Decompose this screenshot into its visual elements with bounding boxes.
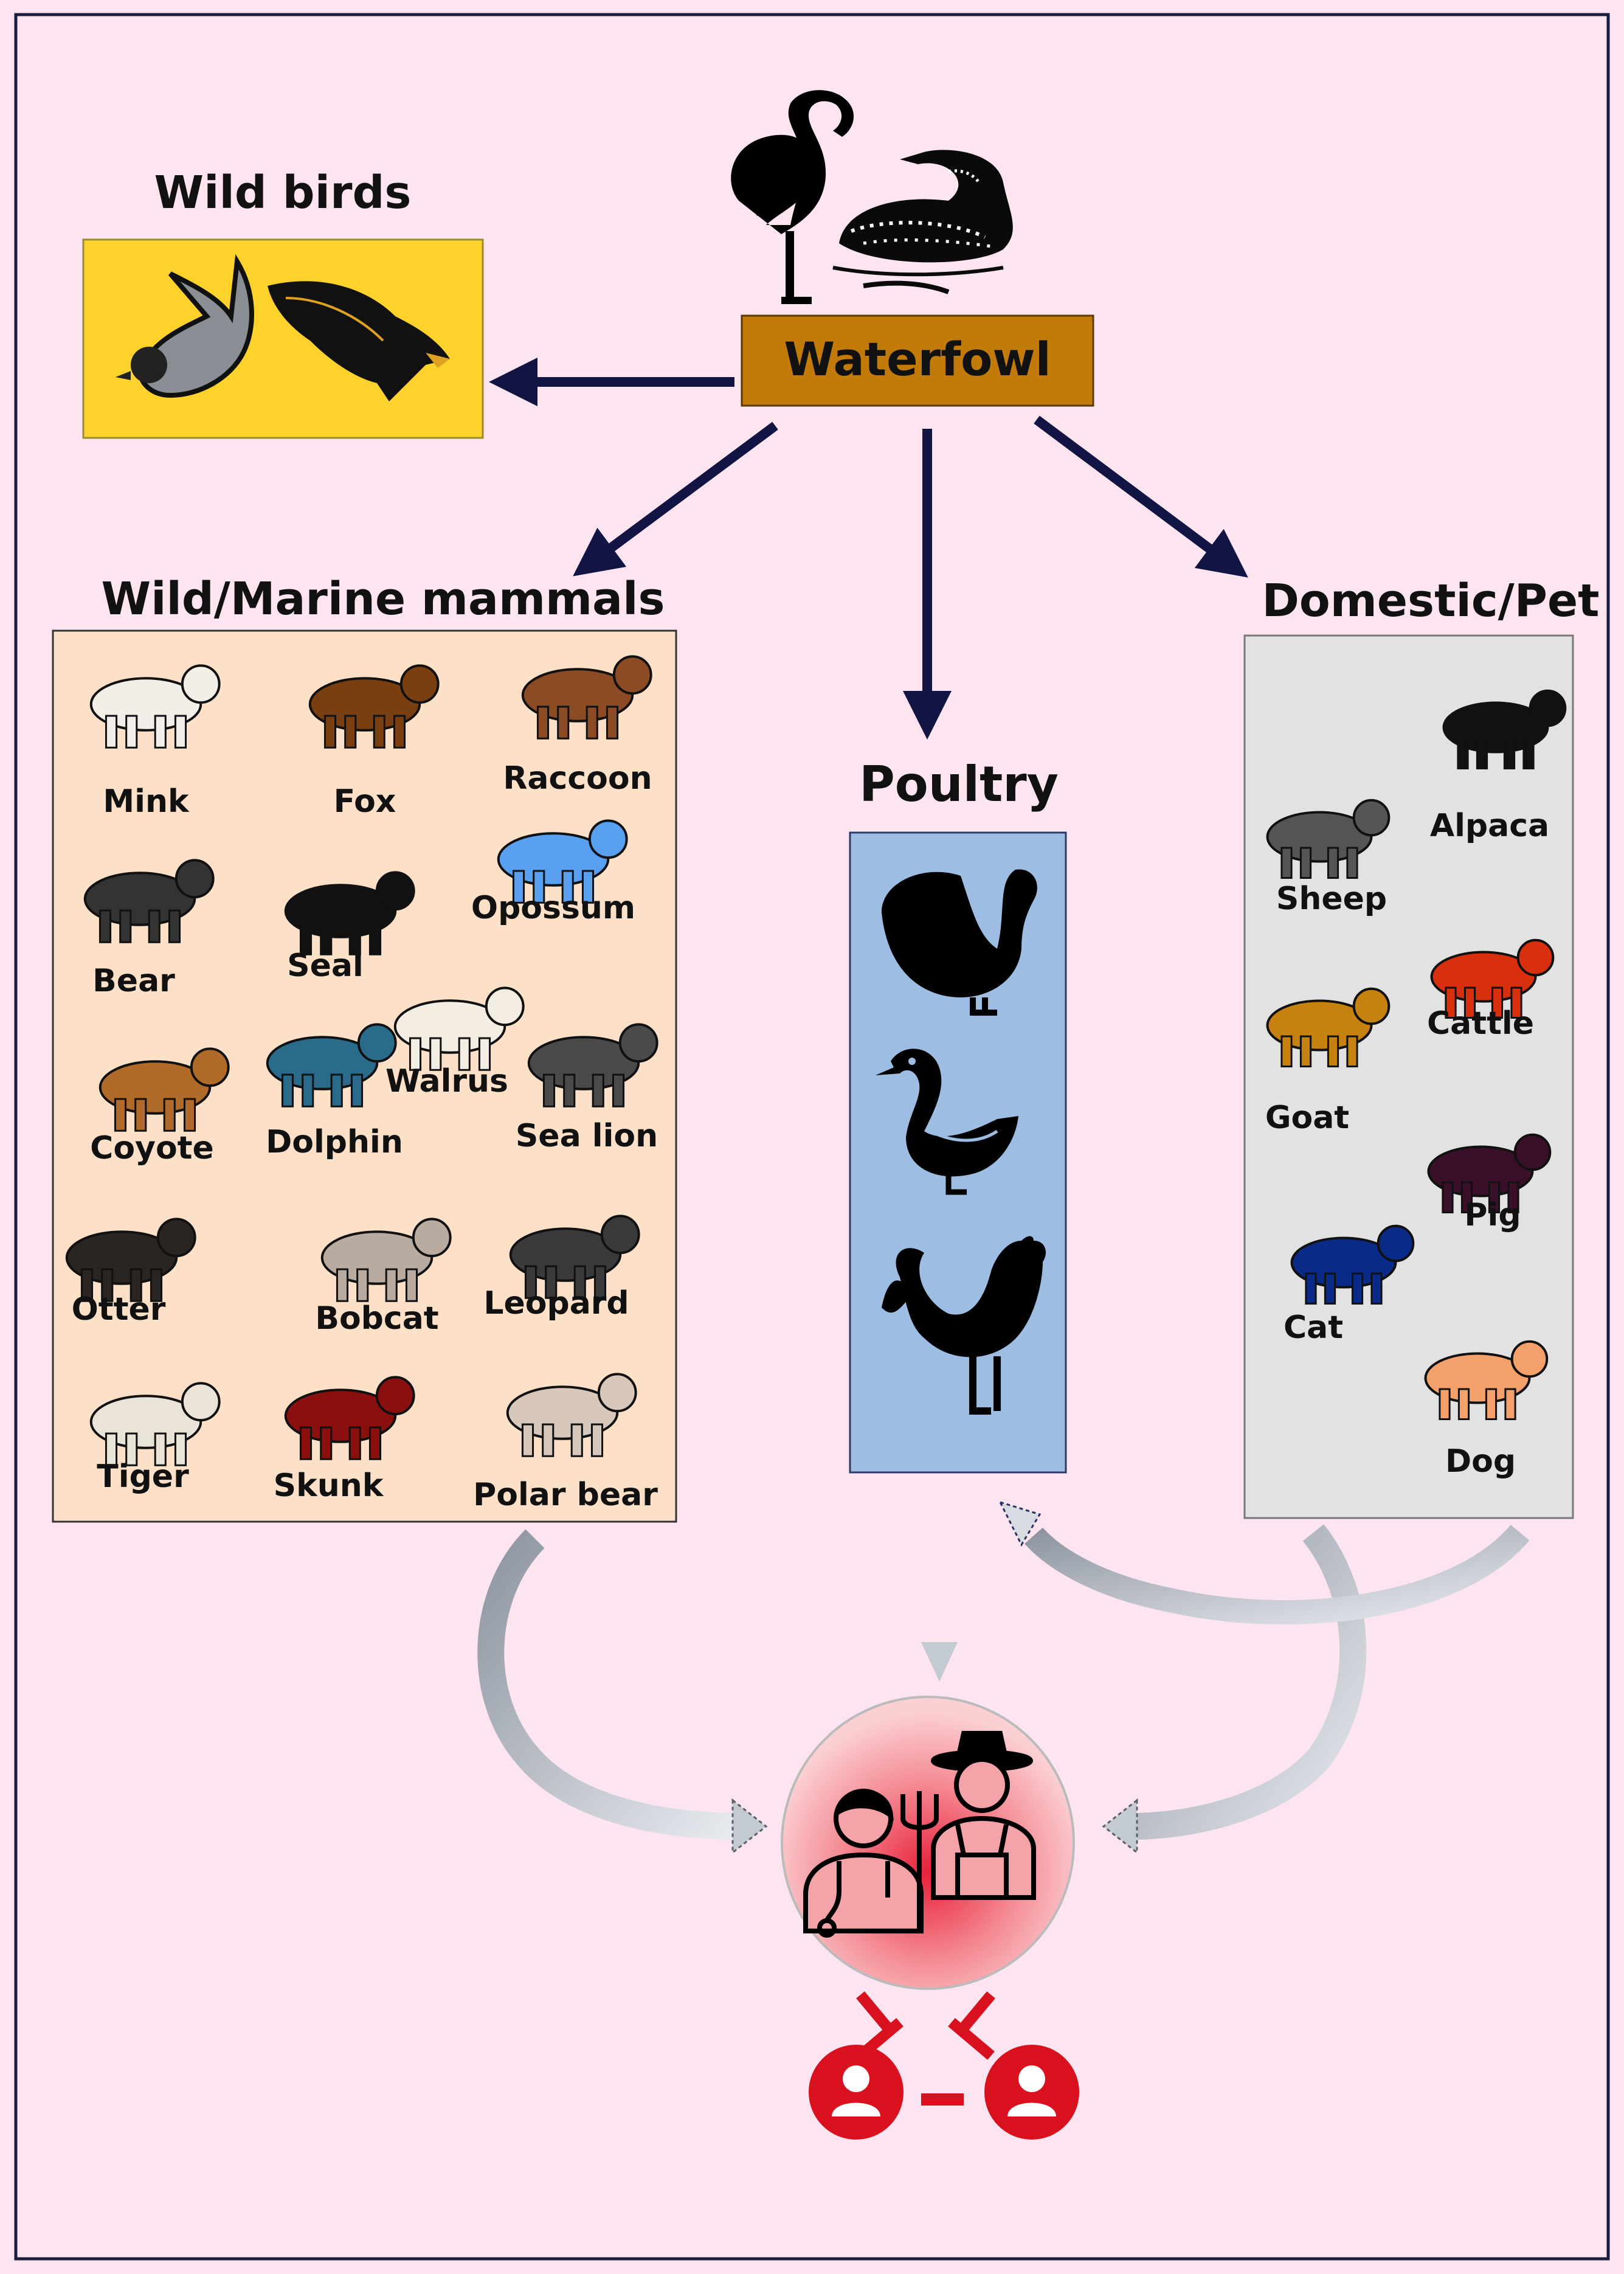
person-icon xyxy=(984,2045,1079,2140)
bobcat-icon xyxy=(320,1218,452,1302)
opossum-icon xyxy=(497,819,628,904)
arrow-domestic-to-humans-head xyxy=(1102,1798,1138,1855)
raccoon-icon xyxy=(521,655,652,740)
animal-label: Otter xyxy=(72,1291,166,1328)
goat-icon xyxy=(1266,987,1391,1067)
wild-birds-title: Wild birds xyxy=(154,167,412,219)
alpaca-icon xyxy=(1442,689,1567,769)
animal-label: Bear xyxy=(92,963,175,999)
cat-icon xyxy=(1290,1224,1415,1305)
coyote-icon xyxy=(98,1047,230,1132)
arrow-domestic-to-poultry-head xyxy=(998,1500,1042,1547)
duck-icon xyxy=(876,1049,1018,1195)
animal-label: Skunk xyxy=(274,1468,384,1504)
animal-label: Goat xyxy=(1265,1100,1349,1136)
mammals-title: Wild/Marine mammals xyxy=(101,573,665,625)
arrow-waterfowl-to-mammals xyxy=(573,421,778,577)
animal-label: Opossum xyxy=(471,890,635,926)
animal-label: Dog xyxy=(1445,1443,1516,1480)
otter-icon xyxy=(65,1218,196,1302)
sea-lion-icon xyxy=(527,1023,658,1108)
arrow-waterfowl-to-domestic xyxy=(1034,415,1248,578)
arrow-mammals-to-humans-head xyxy=(731,1798,768,1855)
arrow-mammals-to-humans xyxy=(477,1529,733,1840)
animal-label: Bobcat xyxy=(315,1300,438,1337)
animal-label: Pig xyxy=(1464,1197,1521,1233)
arrow-poultry-to-humans-head xyxy=(921,1642,958,1682)
poultry-title: Poultry xyxy=(859,756,1059,813)
animal-label: Sea lion xyxy=(516,1118,658,1154)
transmission-symbol xyxy=(809,1991,1079,2140)
animal-label: Polar bear xyxy=(473,1477,658,1513)
animal-label: Dolphin xyxy=(266,1124,403,1160)
animal-label: Tiger xyxy=(97,1458,189,1495)
diagram-frame xyxy=(14,13,1610,2261)
fox-icon xyxy=(308,664,440,749)
seal-icon xyxy=(284,871,415,955)
tiger-icon xyxy=(89,1382,221,1466)
dog-icon xyxy=(1424,1340,1549,1420)
person-icon xyxy=(809,2045,904,2140)
animal-label: Leopard xyxy=(483,1285,629,1322)
waterfowl-box xyxy=(741,314,1094,407)
transmission-dash xyxy=(921,2093,964,2106)
animal-label: Cattle xyxy=(1427,1005,1534,1042)
mink-icon xyxy=(89,664,221,749)
waterfowl-icon-group xyxy=(731,90,1013,304)
polar-bear-icon xyxy=(506,1373,637,1457)
animal-label: Seal xyxy=(287,948,364,984)
pitchfork-icon xyxy=(900,1791,939,1931)
dolphin-icon xyxy=(266,1023,397,1108)
animal-label: Cat xyxy=(1284,1309,1343,1346)
skunk-icon xyxy=(284,1376,415,1460)
doctor-icon xyxy=(803,1789,924,1938)
cattle-icon xyxy=(1430,938,1555,1019)
waterfowl-label: Waterfowl xyxy=(784,332,1051,386)
bear-icon xyxy=(83,859,215,943)
loon-icon xyxy=(832,150,1013,294)
eagle-icon xyxy=(268,281,450,401)
leopard-icon xyxy=(509,1215,640,1299)
turkey-icon xyxy=(882,869,1037,1016)
farmer-icon xyxy=(931,1731,1036,1900)
flamingo-icon xyxy=(731,90,854,304)
animal-label: Walrus xyxy=(385,1063,508,1100)
animal-label: Coyote xyxy=(90,1130,214,1166)
animal-label: Fox xyxy=(334,783,396,820)
sheep-icon xyxy=(1266,799,1391,879)
arrow-domestic-to-humans xyxy=(1136,1524,1367,1840)
duck-flying-icon xyxy=(116,254,254,398)
pig-icon xyxy=(1427,1133,1552,1213)
animal-label: Mink xyxy=(103,783,190,820)
animal-label: Alpaca xyxy=(1430,808,1549,844)
arrow-domestic-to-poultry xyxy=(1025,1524,1530,1625)
animal-label: Raccoon xyxy=(503,760,652,797)
domestic-title: Domestic/Pet xyxy=(1262,575,1599,627)
chicken-icon xyxy=(882,1236,1046,1415)
walrus-icon xyxy=(393,986,525,1071)
animal-label: Sheep xyxy=(1276,881,1387,917)
